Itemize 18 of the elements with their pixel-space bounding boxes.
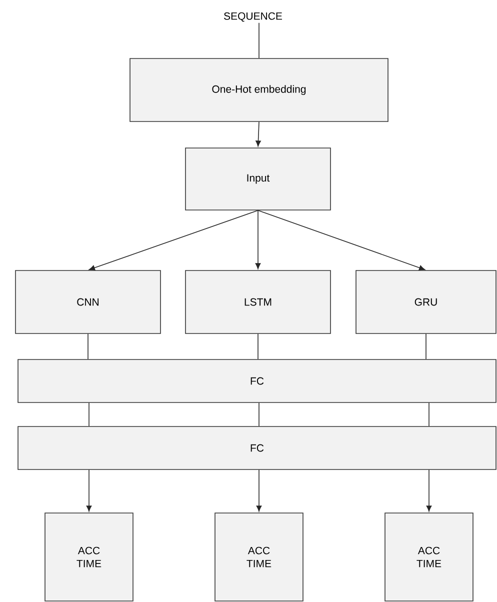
output-box: ACC TIME (214, 512, 304, 602)
layer-box: FC (18, 359, 496, 403)
arrow (426, 470, 432, 512)
process-box: Input (185, 148, 331, 210)
sequence-label: SEQUENCE (224, 12, 282, 22)
model-box: CNN (15, 270, 161, 334)
arrow (88, 210, 258, 270)
output-box: ACC TIME (384, 512, 474, 602)
model-box: LSTM (185, 270, 331, 334)
arrow (256, 122, 261, 147)
layer-box: FC (18, 426, 496, 470)
arrow (256, 470, 262, 512)
model-box: GRU (356, 270, 496, 334)
arrow (86, 470, 92, 512)
arrow (258, 210, 426, 270)
process-box: One-Hot embedding (130, 58, 388, 122)
output-box: ACC TIME (44, 512, 134, 602)
arrow (255, 210, 261, 270)
